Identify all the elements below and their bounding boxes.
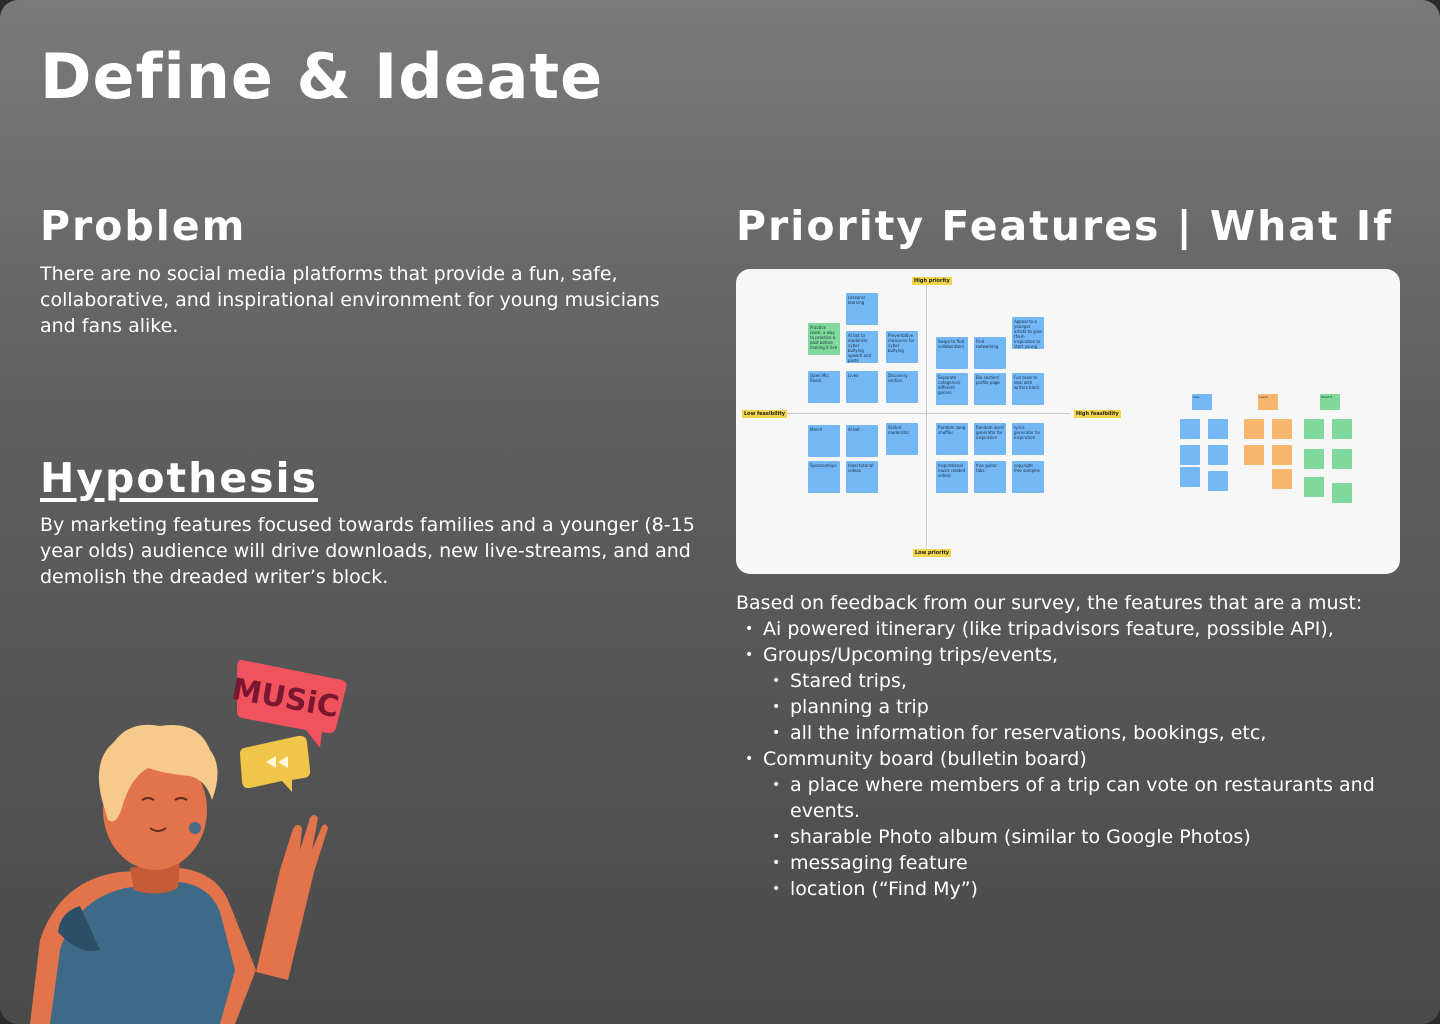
small-sticky-note — [1332, 483, 1352, 503]
column-head-what-if: What If — [1320, 394, 1340, 410]
sticky-note: Appeal to a younger artists to give them… — [1012, 317, 1044, 349]
sticky-note: copyright free samples — [1012, 461, 1044, 493]
problem-text: There are no social media platforms that… — [40, 263, 660, 337]
small-sticky-note — [1180, 467, 1200, 487]
sticky-note: Find networking — [974, 337, 1006, 369]
axis-label-top: High priority — [912, 277, 952, 285]
sticky-note: Open Mic Room — [808, 371, 840, 403]
musician-illustration: MUSiC — [30, 659, 347, 1024]
sticky-note: Inspirational music related videos — [936, 461, 968, 493]
music-speech-bubble-icon: MUSiC — [229, 659, 347, 748]
small-sticky-note — [1272, 419, 1292, 439]
sticky-note: Sponsorships — [808, 461, 840, 493]
features-intro: Based on feedback from our survey, the f… — [736, 592, 1363, 614]
sticky-note: Preventative measures for cyber bullying — [886, 331, 918, 363]
feature-sub-item: a place where members of a trip can vote… — [736, 772, 1400, 824]
feature-sub-item: location (“Find My”) — [736, 876, 1400, 902]
priority-matrix-board: High priority Low priority Low feasibili… — [736, 269, 1400, 574]
small-sticky-note — [1180, 419, 1200, 439]
sticky-note: Practice room, a way to practice a post … — [808, 323, 840, 355]
sticky-note: Skilled moderator — [886, 423, 918, 455]
column-head-idea: Idea — [1192, 394, 1212, 410]
problem-title: Problem — [40, 202, 247, 250]
matrix-vertical-axis — [926, 283, 927, 547]
small-sticky-note — [1244, 445, 1264, 465]
feature-sub-item: planning a trip — [736, 694, 1400, 720]
small-sticky-note — [1208, 419, 1228, 439]
feature-sub-item: messaging feature — [736, 850, 1400, 876]
sticky-note: Random word generator for inspiration — [974, 423, 1006, 455]
small-sticky-note — [1208, 445, 1228, 465]
sticky-note: Merch — [808, 425, 840, 457]
sticky-note: Swipe to find collaborators — [936, 337, 968, 369]
small-sticky-note — [1332, 449, 1352, 469]
small-sticky-note — [1304, 419, 1324, 439]
matrix-horizontal-axis — [780, 413, 1070, 414]
small-sticky-note — [1272, 445, 1292, 465]
hypothesis-text: By marketing features focused towards fa… — [40, 514, 695, 588]
sticky-note: Discovery section — [886, 371, 918, 403]
sticky-note: AI bot to moderate cyber bullying speech… — [846, 331, 878, 363]
sticky-note: Fun tools to deal with writers block — [1012, 373, 1044, 405]
feature-sub-item: all the information for reservations, bo… — [736, 720, 1400, 746]
sticky-note: Lives — [846, 371, 878, 403]
sticky-note: Bio section/ profile page — [974, 373, 1006, 405]
small-sticky-note — [1272, 469, 1292, 489]
feature-sub-item: sharable Photo album (similar to Google … — [736, 824, 1400, 850]
sticky-note: Ideal tutorial videos — [846, 461, 878, 493]
sticky-note: Lessons/ learning — [846, 293, 878, 325]
feature-item: Ai powered itinerary (like tripadvisors … — [736, 616, 1400, 642]
sticky-note: free guitar tabs — [974, 461, 1006, 493]
sticky-note: AI bot — [846, 425, 878, 457]
column-head-i-wish: I wish — [1258, 394, 1278, 410]
priority-title: Priority Features | What If — [736, 202, 1393, 250]
axis-label-bottom: Low priority — [913, 549, 952, 557]
small-sticky-note — [1332, 419, 1352, 439]
play-speech-bubble-icon — [240, 735, 311, 792]
feature-sub-item: Stared trips, — [736, 668, 1400, 694]
small-sticky-note — [1244, 419, 1264, 439]
sticky-note: Separate categories/ different genres — [936, 373, 968, 405]
small-sticky-note — [1304, 449, 1324, 469]
small-sticky-note — [1180, 445, 1200, 465]
feature-list: Ai powered itinerary (like tripadvisors … — [736, 616, 1400, 902]
hypothesis-title: Hypothesis — [40, 454, 319, 502]
page-title: Define & Ideate — [40, 40, 604, 113]
sticky-note: lyrics generator for inspiration — [1012, 423, 1044, 455]
feature-item: Community board (bulletin board) — [736, 746, 1400, 772]
person-figure — [30, 724, 328, 1024]
axis-label-left: Low feasibility — [742, 410, 787, 418]
small-sticky-note — [1208, 471, 1228, 491]
sticky-note: Random song shuffler — [936, 423, 968, 455]
axis-label-right: High feasibility — [1074, 410, 1121, 418]
small-sticky-note — [1304, 477, 1324, 497]
feature-item: Groups/Upcoming trips/events, — [736, 642, 1400, 668]
